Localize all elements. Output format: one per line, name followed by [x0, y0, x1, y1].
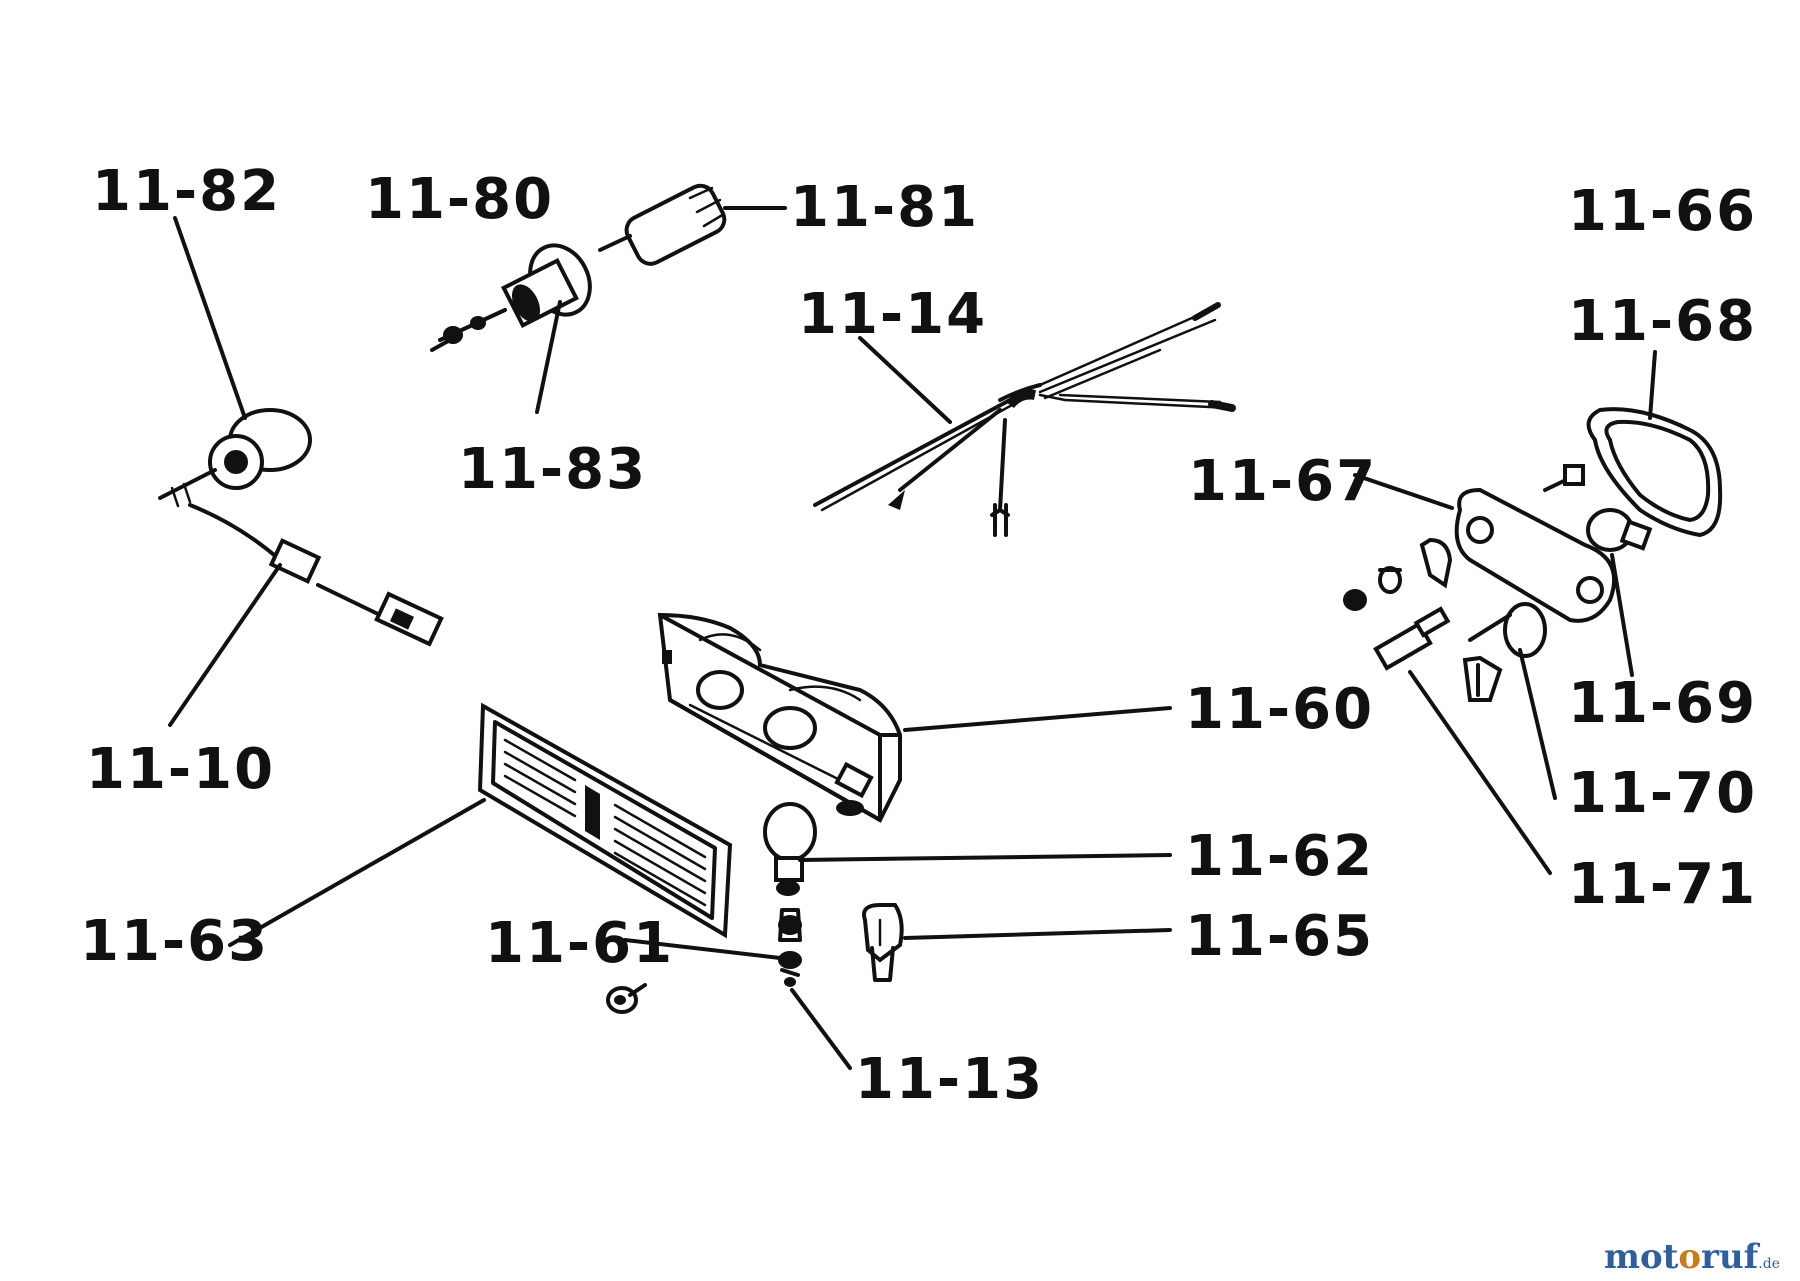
watermark-logo: motoruf.de: [1604, 1237, 1780, 1277]
label-11-83: 11-83: [458, 437, 647, 502]
part-lamp-housing: [657, 612, 902, 823]
label-11-70: 11-70: [1568, 761, 1757, 826]
label-11-62: 11-62: [1185, 824, 1374, 889]
part-wiring-harness: [813, 302, 1236, 537]
part-lighter: [430, 183, 727, 352]
label-11-81: 11-81: [790, 175, 979, 240]
part-connector-plug: [158, 408, 444, 647]
label-11-61: 11-61: [485, 911, 674, 976]
label-11-66: 11-66: [1568, 179, 1757, 244]
watermark-part-2: o: [1678, 1237, 1702, 1277]
label-11-82: 11-82: [92, 159, 281, 224]
part-bulb: [763, 802, 817, 896]
label-11-71: 11-71: [1568, 852, 1757, 917]
part-lens: [477, 702, 733, 939]
label-11-10: 11-10: [86, 737, 275, 802]
label-11-13: 11-13: [855, 1047, 1044, 1112]
watermark-part-4: .de: [1758, 1256, 1780, 1272]
label-11-67: 11-67: [1188, 449, 1377, 514]
part-rear-lamp: [1343, 407, 1723, 702]
label-11-63: 11-63: [80, 909, 269, 974]
label-11-60: 11-60: [1185, 677, 1374, 742]
part-small-bulb: [862, 903, 904, 982]
part-labels: 11-82 11-80 11-81 11-83 11-14 11-10 11-6…: [80, 159, 1757, 1112]
label-11-69: 11-69: [1568, 671, 1757, 736]
watermark-part-1: mot: [1603, 1237, 1679, 1277]
label-11-68: 11-68: [1568, 289, 1757, 354]
part-socket-screws: [606, 908, 802, 1014]
watermark-part-3: ruf: [1701, 1237, 1759, 1277]
label-11-65: 11-65: [1185, 904, 1374, 969]
label-11-14: 11-14: [798, 282, 987, 347]
label-11-80: 11-80: [365, 167, 554, 232]
leader-lines: [168, 206, 1657, 1070]
